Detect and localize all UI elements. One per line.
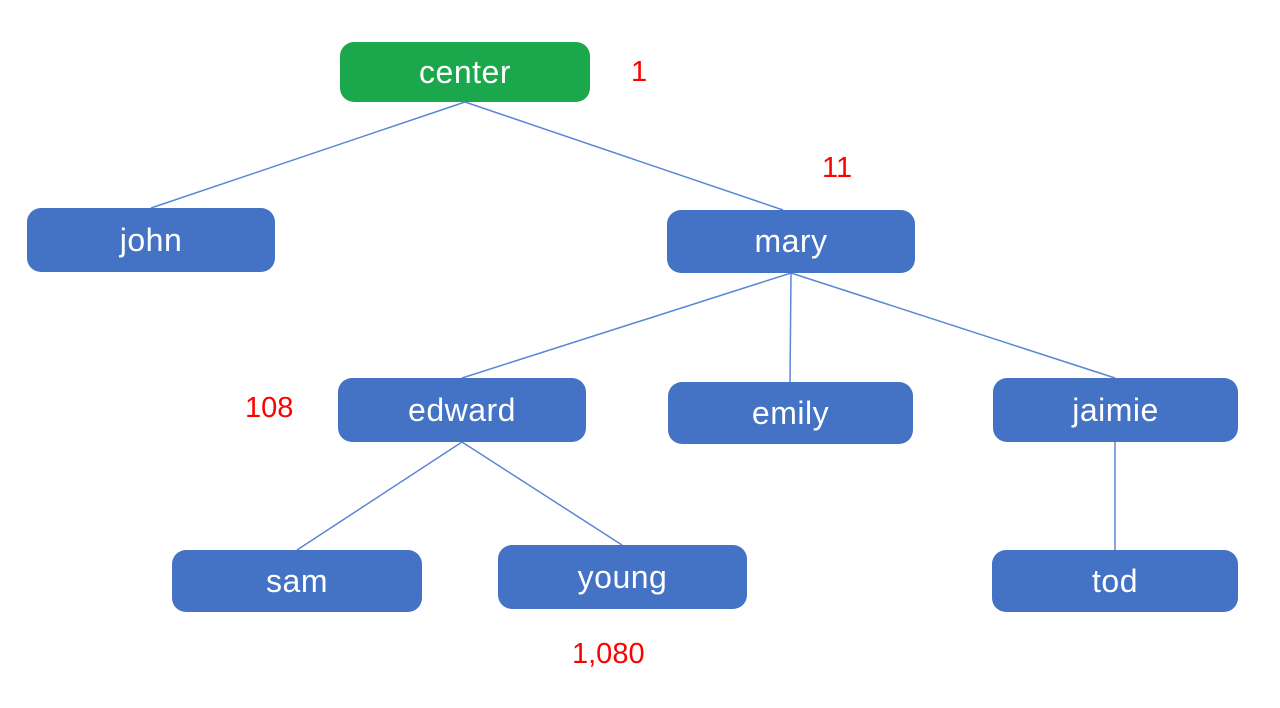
node-tod-label: tod: [1092, 562, 1138, 599]
node-edward-label: edward: [408, 391, 516, 428]
node-sam-label: sam: [266, 562, 328, 599]
node-emily[interactable]: emily: [668, 382, 913, 444]
node-edward[interactable]: edward: [338, 378, 586, 442]
connector-edward-sam: [296, 441, 463, 551]
node-john[interactable]: john: [27, 208, 275, 272]
annotation-edward-value: 108: [245, 392, 294, 424]
node-emily-label: emily: [751, 394, 830, 431]
node-jaimie[interactable]: jaimie: [993, 378, 1238, 442]
connector-mary-jaimie: [790, 272, 1116, 379]
node-mary-label: mary: [754, 223, 828, 259]
connector-mary-emily: [789, 272, 792, 383]
connector-mary-edward: [461, 272, 792, 379]
node-young-label: young: [577, 558, 668, 595]
node-center[interactable]: center: [340, 42, 590, 102]
node-sam[interactable]: sam: [172, 550, 422, 612]
node-john-label: john: [119, 221, 183, 258]
annotation-center-value: 1: [631, 56, 648, 88]
node-jaimie-label: jaimie: [1072, 391, 1159, 428]
annotation-mary-value: 11: [822, 152, 853, 184]
node-young[interactable]: young: [498, 545, 747, 609]
connector-center-john: [150, 101, 466, 209]
connector-edward-young: [461, 441, 623, 546]
annotation-young-value: 1,080: [572, 638, 645, 670]
node-tod[interactable]: tod: [992, 550, 1238, 612]
connector-center-mary: [464, 101, 784, 211]
node-mary[interactable]: mary: [667, 210, 915, 273]
node-center-label: center: [419, 53, 511, 90]
